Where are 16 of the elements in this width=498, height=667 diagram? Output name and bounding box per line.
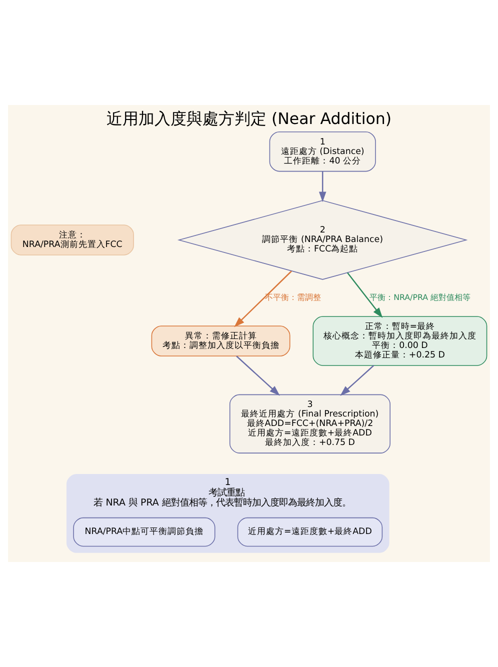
node-box: 異常：需修正計算 考點：調整加入度以平衡負擔 [151,326,290,356]
diagram-title: 近用加入度與處方判定 (Near Addition) [106,108,392,128]
arrow [236,356,280,396]
node-box: 正常：暫時=最終 核心概念：暫時加入度即為最終加入度 平衡：0.00 D 本題修正量：+0.25 D [312,316,488,366]
node-box: 1 遠距處方 (Distance) 工作距離：40 公分 [269,131,376,172]
arrow [340,365,374,396]
node-box: 注意： NRA/PRA測前先置入FCC [10,224,134,256]
node-diamond: 2 調節平衡 (NRA/PRA Balance) 考點：FCC為起點 [177,200,468,280]
arrow [347,272,383,318]
arrow [234,270,292,328]
arrow [318,171,326,202]
edge-label: 平衡：NRA/PRA 絕對值相等 [370,292,471,302]
node-box: 近用處方=遠距度數+最終ADD [237,517,383,547]
node-box: 3 最終近用處方 (Final Prescription) 最終ADD=FCC+(NRA+PRA)/2 近用處方=遠距度數+最終ADD 最終加入度：+0.75 D [229,394,390,454]
node-box: NRA/PRA中點可平衡調節負擔 [73,517,216,547]
edge-label: 不平衡：需調整 [265,292,322,302]
